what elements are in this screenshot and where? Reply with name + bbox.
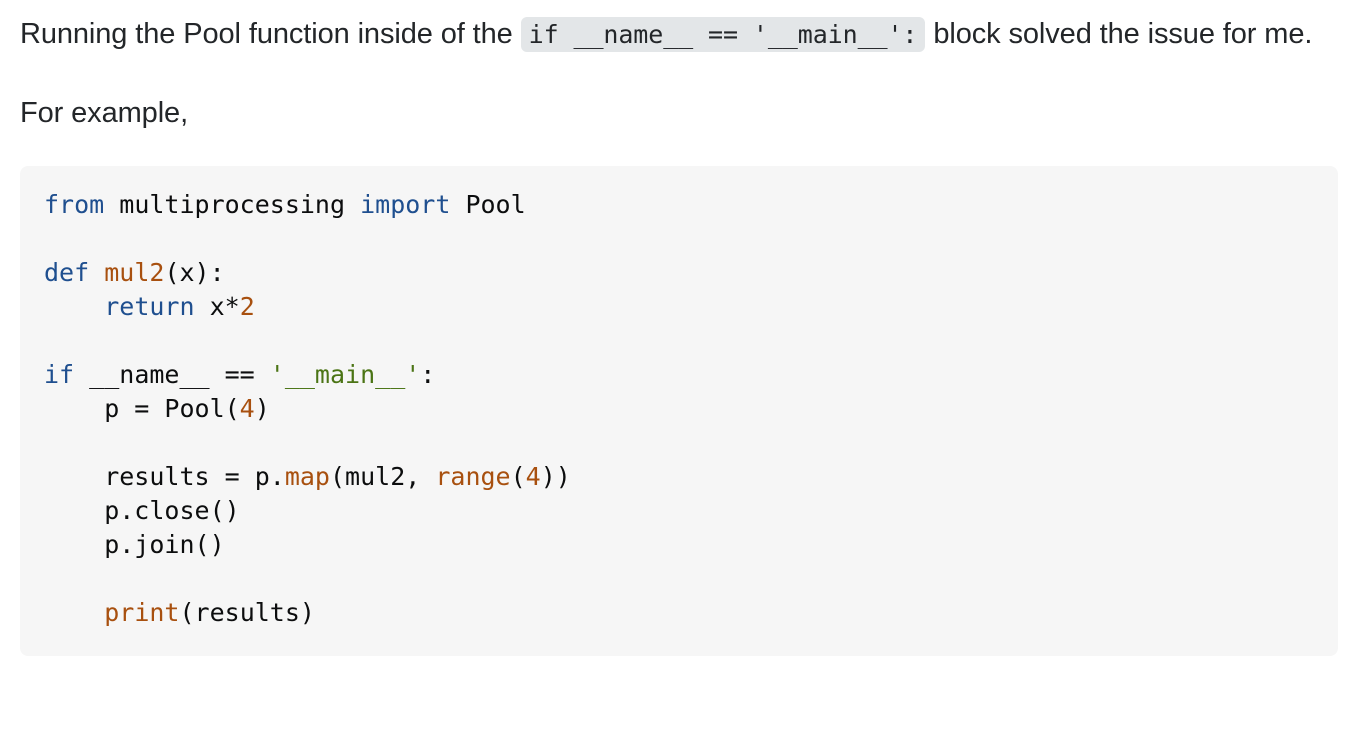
space	[89, 258, 104, 287]
imported-name: Pool	[450, 190, 526, 219]
if-condition: __name__ ==	[74, 360, 270, 389]
indent	[44, 292, 104, 321]
keyword-if: if	[44, 360, 75, 389]
return-expression: x*	[194, 292, 240, 321]
keyword-return: return	[104, 292, 195, 321]
number-literal: 2	[239, 292, 255, 321]
code-line-import: from multiprocessing import Pool	[44, 188, 1314, 222]
builtin-range: range	[435, 462, 511, 491]
code-line-join: p.join()	[44, 530, 225, 559]
colon: :	[420, 360, 436, 389]
indent	[44, 598, 104, 627]
builtin-print: print	[104, 598, 180, 627]
code-line-pool: p = Pool(4)	[44, 392, 1314, 426]
code-line-close: p.close()	[44, 496, 240, 525]
close-paren: )	[254, 394, 270, 423]
code-line-return: return x*2	[44, 290, 1314, 324]
open-paren: (	[510, 462, 526, 491]
results-assign: results = p.	[44, 462, 285, 491]
code-line-results: results = p.map(mul2, range(4))	[44, 460, 1314, 494]
keyword-def: def	[44, 258, 90, 287]
map-args: (mul2,	[329, 462, 436, 491]
module-name: multiprocessing	[104, 190, 361, 219]
function-name: mul2	[104, 258, 165, 287]
builtin-map: map	[284, 462, 330, 491]
code-line-blank	[44, 562, 1314, 596]
code-line-def: def mul2(x):	[44, 256, 1314, 290]
intro-paragraph: Running the Pool function inside of the …	[20, 0, 1338, 57]
keyword-import: import	[360, 190, 451, 219]
inline-code-name-main: if __name__ == '__main__':	[520, 17, 926, 52]
answer-body: Running the Pool function inside of the …	[20, 0, 1338, 656]
code-line-print: print(results)	[44, 596, 1314, 630]
code-block[interactable]: from multiprocessing import Pool def mul2…	[20, 166, 1338, 656]
close-parens: ))	[540, 462, 571, 491]
intro-text-end: block solved the issue for me.	[925, 18, 1313, 50]
keyword-from: from	[44, 190, 105, 219]
code-line-blank	[44, 426, 1314, 460]
number-literal: 4	[239, 394, 255, 423]
code-line-if-main: if __name__ == '__main__':	[44, 358, 1314, 392]
example-label: For example,	[20, 97, 189, 129]
intro-text-start: Running the Pool function inside of the	[20, 18, 521, 50]
code-line-blank	[44, 222, 1314, 256]
number-literal: 4	[525, 462, 541, 491]
pool-assign: p = Pool(	[44, 394, 240, 423]
def-params: (x):	[164, 258, 225, 287]
string-literal: '__main__'	[269, 360, 421, 389]
print-args: (results)	[179, 598, 315, 627]
code-content[interactable]: from multiprocessing import Pool def mul2…	[44, 188, 1314, 630]
code-line-blank	[44, 324, 1314, 358]
